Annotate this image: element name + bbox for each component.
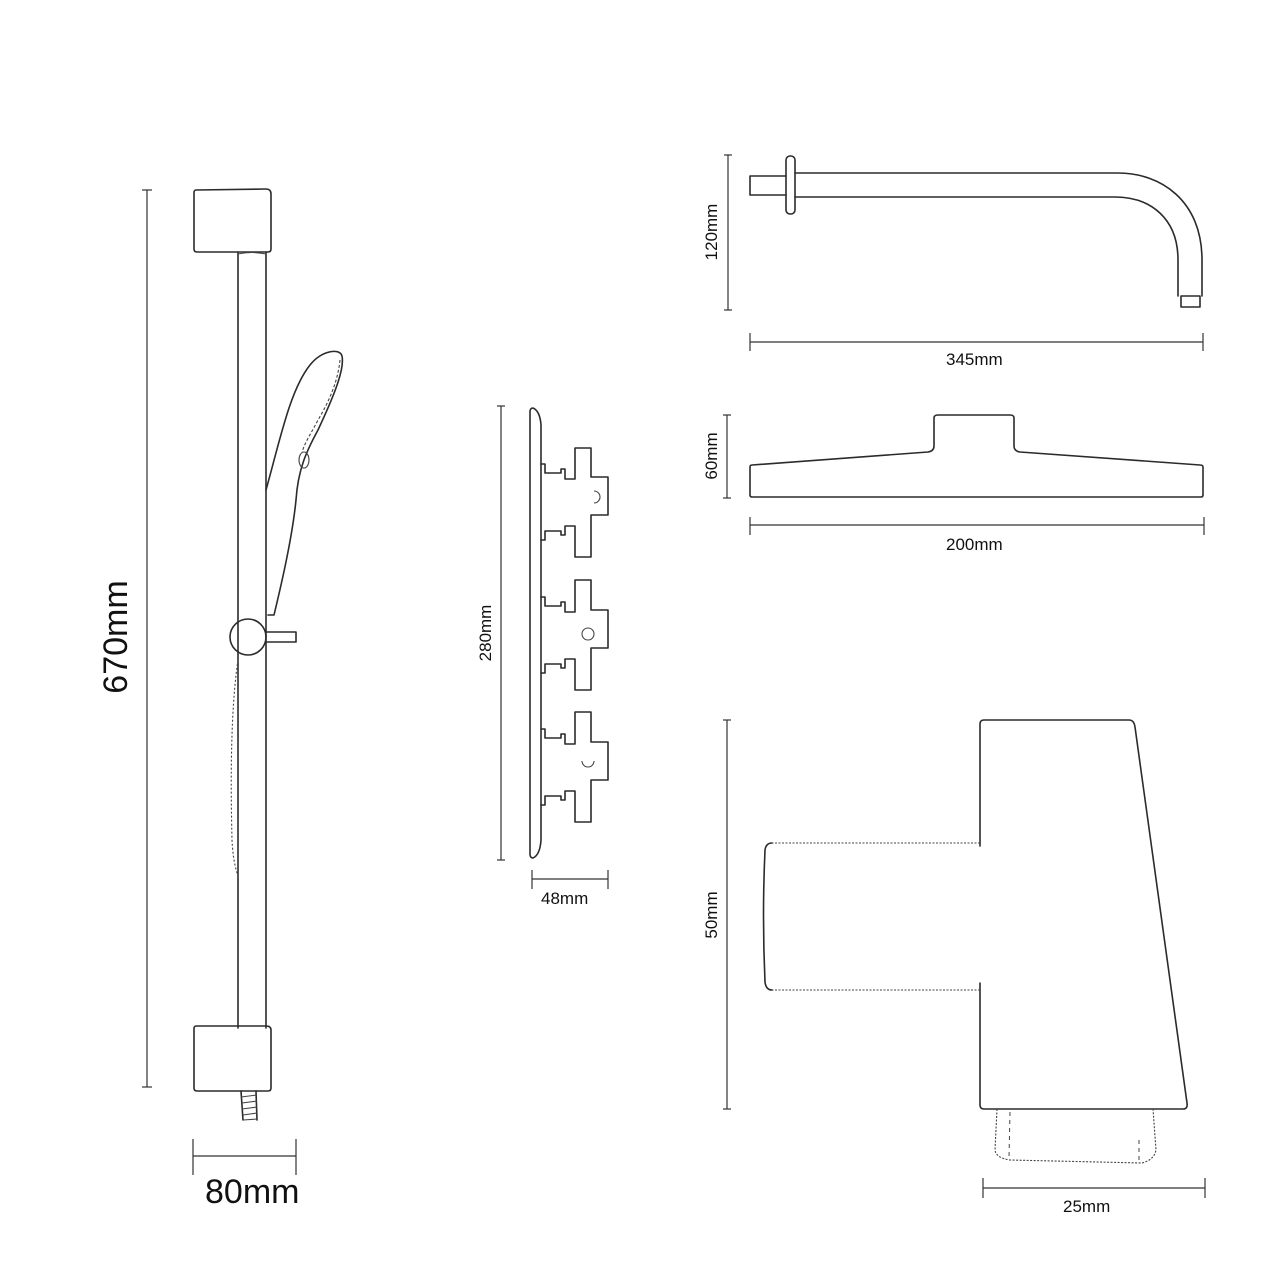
valve-height-dimension [497,405,505,861]
spout-width-label: 25mm [1063,1197,1111,1216]
rail-height-dimension [142,189,152,1088]
spout-drawing [723,719,1206,1198]
arm-length-dimension [749,333,1204,351]
arm-height-label: 120mm [702,203,721,261]
spout-height-dimension [723,719,731,1110]
rail-width-label: 80mm [205,1173,300,1211]
shower-head-drawing [723,414,1205,535]
head-height-dimension [723,414,731,499]
rail-width-dimension [192,1139,297,1175]
valve-height-label: 280mm [476,604,495,662]
head-height-label: 60mm [702,432,721,480]
spout-height-label: 50mm [702,891,721,939]
head-width-dimension [749,517,1205,535]
wall-arm-drawing [724,154,1204,351]
arm-height-dimension [724,154,732,311]
slide-rail-drawing [142,188,344,1175]
valve-plate-drawing [497,405,609,889]
head-width-label: 200mm [946,535,1003,554]
rail-height-label: 670mm [97,580,135,694]
valve-depth-label: 48mm [541,889,589,908]
arm-length-label: 345mm [946,350,1003,369]
spout-width-dimension [982,1178,1206,1198]
valve-depth-dimension [531,870,609,889]
